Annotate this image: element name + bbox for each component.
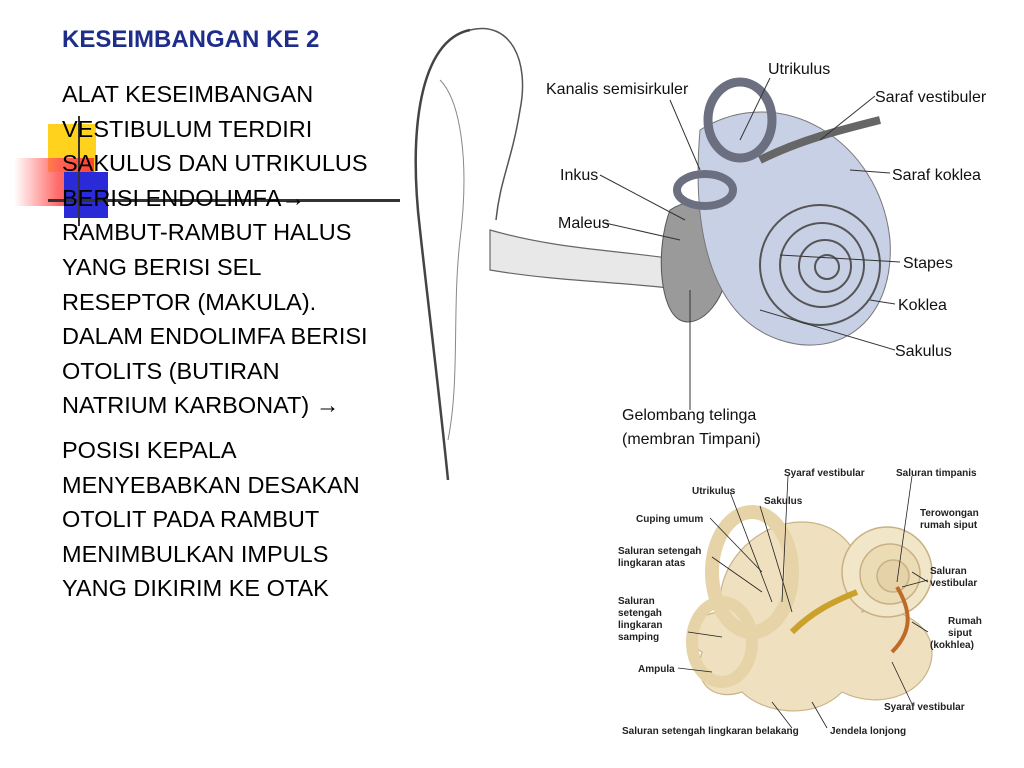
label-sakulus-b: Sakulus [764,496,803,507]
label-saluran-samping-2: setengah [618,608,662,619]
label-saluran-samping-1: Saluran [618,596,655,607]
paragraph-2: POSISI KEPALA MENYEBABKAN DESAKAN OTOLIT… [62,436,360,602]
label-saluran-timpanis: Saluran timpanis [896,468,977,479]
label-syaraf-vestibular-bottom: Syaraf vestibular [884,702,965,713]
decor-horizontal-line [48,199,400,202]
label-saluran-samping-4: samping [618,632,659,643]
ear-canal [489,229,686,291]
label-maleus: Maleus [558,215,610,232]
label-saluran-vestibular-2: vestibular [930,578,977,589]
label-gelombang-1: Gelombang telinga [622,407,756,424]
label-inkus: Inkus [560,167,598,184]
label-sakulus: Sakulus [895,343,952,360]
label-terowongan-2: rumah siput [920,520,978,531]
label-saluran-samping-3: lingkaran [618,620,662,631]
label-koklea: Koklea [898,297,947,314]
outer-ear-shape [414,28,471,480]
nerve-bundle [789,589,859,635]
label-rumah-siput-2: siput [948,628,973,639]
label-gelombang-2: (membran Timpani) [622,431,761,448]
slide-title: KESEIMBANGAN KE 2 [62,26,320,53]
decor-vertical-line [78,116,80,226]
label-saluran-vestibular-1: Saluran [930,566,967,577]
label-stapes: Stapes [903,255,953,272]
label-saraf-vestibuler: Saraf vestibuler [875,89,987,106]
vestibular-nerve [758,116,881,164]
label-terowongan-1: Terowongan [920,508,979,519]
decor-blue-square [64,172,108,218]
lateral-canal [686,596,758,688]
label-syaraf-vestibular-top: Syaraf vestibular [784,468,865,479]
ear-anatomy-figure: Utrikulus Kanalis semisirkuler Saraf ves… [414,27,987,480]
label-utrikulus: Utrikulus [768,61,830,78]
paragraph-1: ALAT KESEIMBANGAN VESTIBULUM TERDIRI SAK… [62,81,368,419]
label-ampula: Ampula [638,664,675,675]
cochlea-shell [841,526,933,618]
semicircular-canal [703,77,777,163]
label-saluran-atas-2: lingkaran atas [618,558,686,569]
label-saraf-koklea: Saraf koklea [892,167,981,184]
label-cuping-umum: Cuping umum [636,514,703,525]
inner-ear-figure: Syaraf vestibular Saluran timpanis Utrik… [618,468,982,737]
label-rumah-siput-1: Rumah [948,616,982,627]
label-saluran-belakang: Saluran setengah lingkaran belakang [622,726,799,737]
label-rumah-siput-3: (kokhlea) [930,640,974,651]
cochlea-spiral [759,204,881,326]
label-kanalis: Kanalis semisirkuler [546,81,689,98]
slide-body: ALAT KESEIMBANGAN VESTIBULUM TERDIRI SAK… [62,77,382,606]
label-jendela-lonjong: Jendela lonjong [830,726,906,737]
label-utrikulus-b: Utrikulus [692,486,736,497]
label-saluran-atas-1: Saluran setengah [618,546,701,557]
